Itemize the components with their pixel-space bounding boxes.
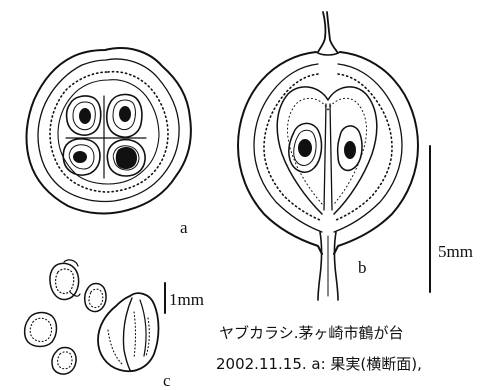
seed-c-3-texture <box>30 318 51 341</box>
seed-c-4-texture <box>58 352 72 369</box>
seed-c-1-texture <box>56 269 74 293</box>
seed-c-5-ridge-2 <box>140 300 146 356</box>
seed-b-right-core <box>344 141 356 159</box>
panel-label-a: a <box>180 219 188 236</box>
seed-c-5-texture <box>108 312 149 364</box>
style-base <box>316 52 340 55</box>
panel-label-b: b <box>358 259 367 276</box>
seed-drawings <box>25 260 159 374</box>
style-tip <box>318 12 338 53</box>
scale-label-1mm: 1mm <box>169 291 204 308</box>
caption-line-2: 2002.11.15. a: 果実(横断面), <box>216 357 422 372</box>
seed-bottom-left <box>73 151 87 163</box>
panel-label-c: c <box>163 372 171 389</box>
seed-b-left-core <box>298 139 312 157</box>
fruit-body-outer <box>238 52 418 254</box>
fruit-cross-section <box>27 48 191 214</box>
seed-top-right <box>119 106 131 122</box>
scale-bars <box>165 146 430 313</box>
seed-c-2-texture <box>89 289 103 307</box>
pericarp-outer <box>27 48 191 214</box>
central-axis <box>324 104 332 210</box>
fruit-body-inner <box>254 64 402 232</box>
seed-bottom-right <box>116 147 137 169</box>
caption-line-1: ヤブカラシ.茅ヶ崎市鶴が台 <box>219 326 403 341</box>
seed-c-3 <box>25 313 57 347</box>
seed-top-left <box>79 108 91 124</box>
fruit-body-dots <box>264 74 392 220</box>
mesocarp-dots <box>50 72 168 192</box>
scale-label-5mm: 5mm <box>438 243 473 260</box>
seed-c-5-ridge <box>123 298 132 370</box>
fruit-longitudinal-section <box>238 12 418 300</box>
